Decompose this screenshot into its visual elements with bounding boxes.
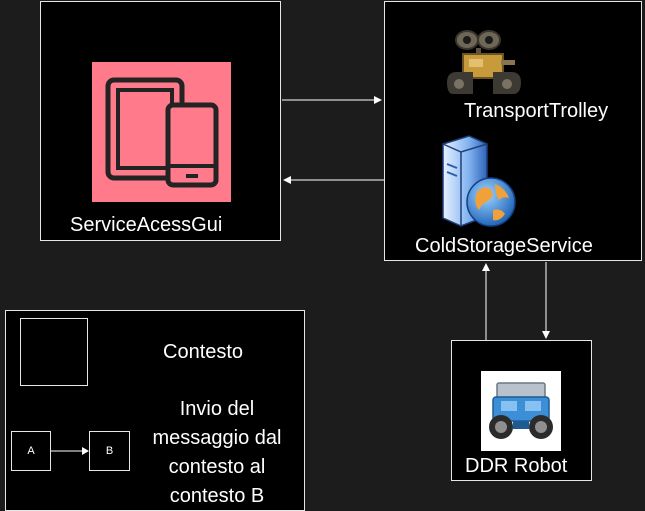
legend-node-a-label: A xyxy=(27,445,35,457)
message-line-1: Invio del xyxy=(179,398,255,420)
ddr-robot-node[interactable]: DDR Robot xyxy=(451,340,592,481)
legend-arrow-a-to-b xyxy=(51,447,89,455)
cold-storage-node[interactable]: TransportTrolley xyxy=(384,1,642,261)
legend-node-b: B xyxy=(89,431,130,471)
ddr-robot-label: DDR Robot xyxy=(465,455,568,477)
legend-panel: Contesto A B Invio del messaggio dal con… xyxy=(5,310,305,511)
service-gui-node[interactable]: ServiceAcessGui xyxy=(40,1,281,241)
message-line-2: messaggio dal xyxy=(152,427,282,449)
server-globe-icon xyxy=(429,134,519,230)
message-line-3: contesto al xyxy=(168,456,266,478)
message-line-4: contesto B xyxy=(169,485,265,507)
legend-node-a: A xyxy=(11,431,51,471)
service-gui-label: ServiceAcessGui xyxy=(70,214,223,236)
transport-trolley-label: TransportTrolley xyxy=(464,100,609,122)
robot-car-icon xyxy=(481,371,561,451)
cold-storage-label: ColdStorageService xyxy=(415,235,593,257)
message-description: Invio del messaggio dal contesto al cont… xyxy=(132,395,302,511)
context-swatch xyxy=(20,318,88,386)
robot-trolley-icon xyxy=(443,26,525,96)
context-label: Contesto xyxy=(163,341,244,363)
legend-node-b-label: B xyxy=(105,445,114,457)
tablet-phone-icon xyxy=(92,62,231,202)
